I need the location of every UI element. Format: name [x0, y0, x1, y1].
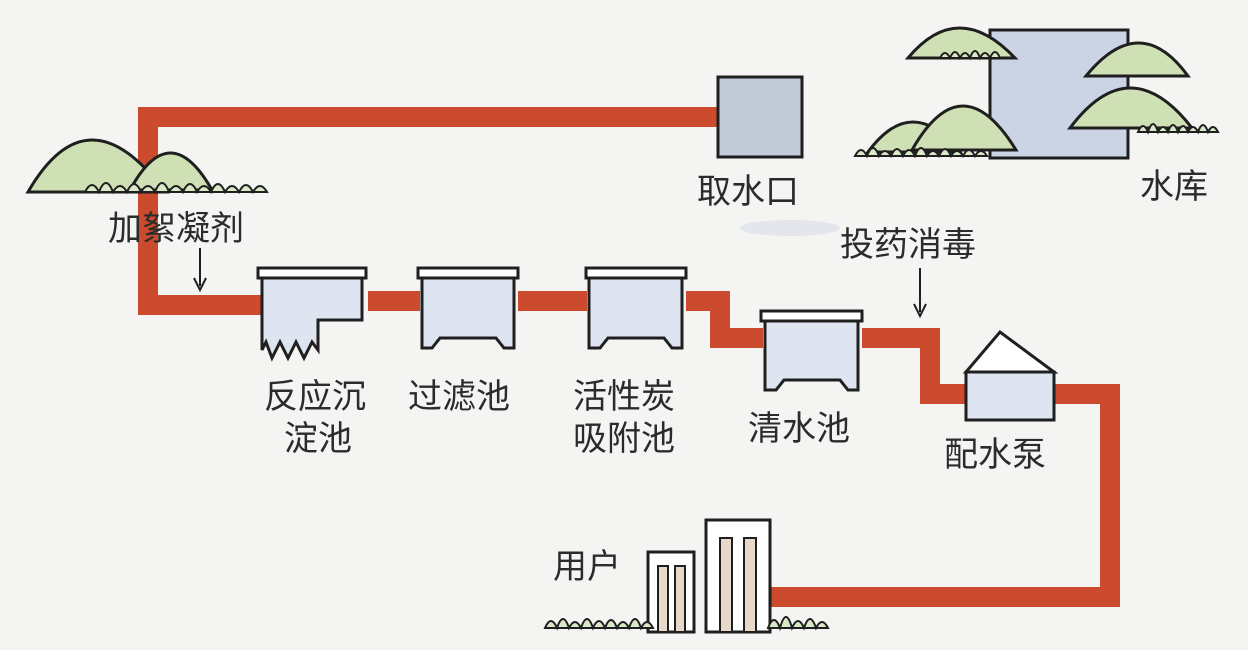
arrow-down-icon — [193, 248, 207, 293]
shadow — [740, 220, 840, 236]
bush-icon — [853, 50, 1220, 159]
user-label: 用户 — [553, 547, 621, 587]
reservoir-label: 水库 — [1140, 167, 1208, 207]
pipe — [138, 107, 1120, 607]
pump-label: 配水泵 — [944, 435, 1046, 475]
filter-tank — [416, 266, 520, 350]
hill-icon — [25, 138, 215, 194]
intake-box — [716, 75, 804, 159]
flocculant-label: 加絮凝剂 — [108, 209, 244, 249]
carbon-tank — [584, 266, 688, 350]
clear-water-label: 清水池 — [748, 409, 850, 449]
filter-label: 过滤池 — [408, 377, 510, 417]
hill-icon — [865, 26, 1196, 154]
building-icon — [646, 518, 772, 634]
carbon-label-1: 活性炭 — [573, 377, 675, 417]
bush-icon — [543, 616, 830, 632]
intake-label: 取水口 — [697, 172, 799, 212]
disinfection-label: 投药消毒 — [840, 225, 976, 265]
clear-water-tank — [759, 309, 864, 392]
reservoir: 水库 — [853, 26, 1220, 207]
carbon-label-2: 吸附池 — [573, 419, 675, 459]
arrow-down-icon — [913, 268, 927, 319]
sedimentation-tank — [256, 266, 368, 362]
sedimentation-label-1: 反应沉 — [264, 377, 366, 417]
bush-icon — [83, 182, 269, 195]
sedimentation-label-2: 淀池 — [284, 419, 352, 459]
pump-house — [962, 329, 1059, 422]
